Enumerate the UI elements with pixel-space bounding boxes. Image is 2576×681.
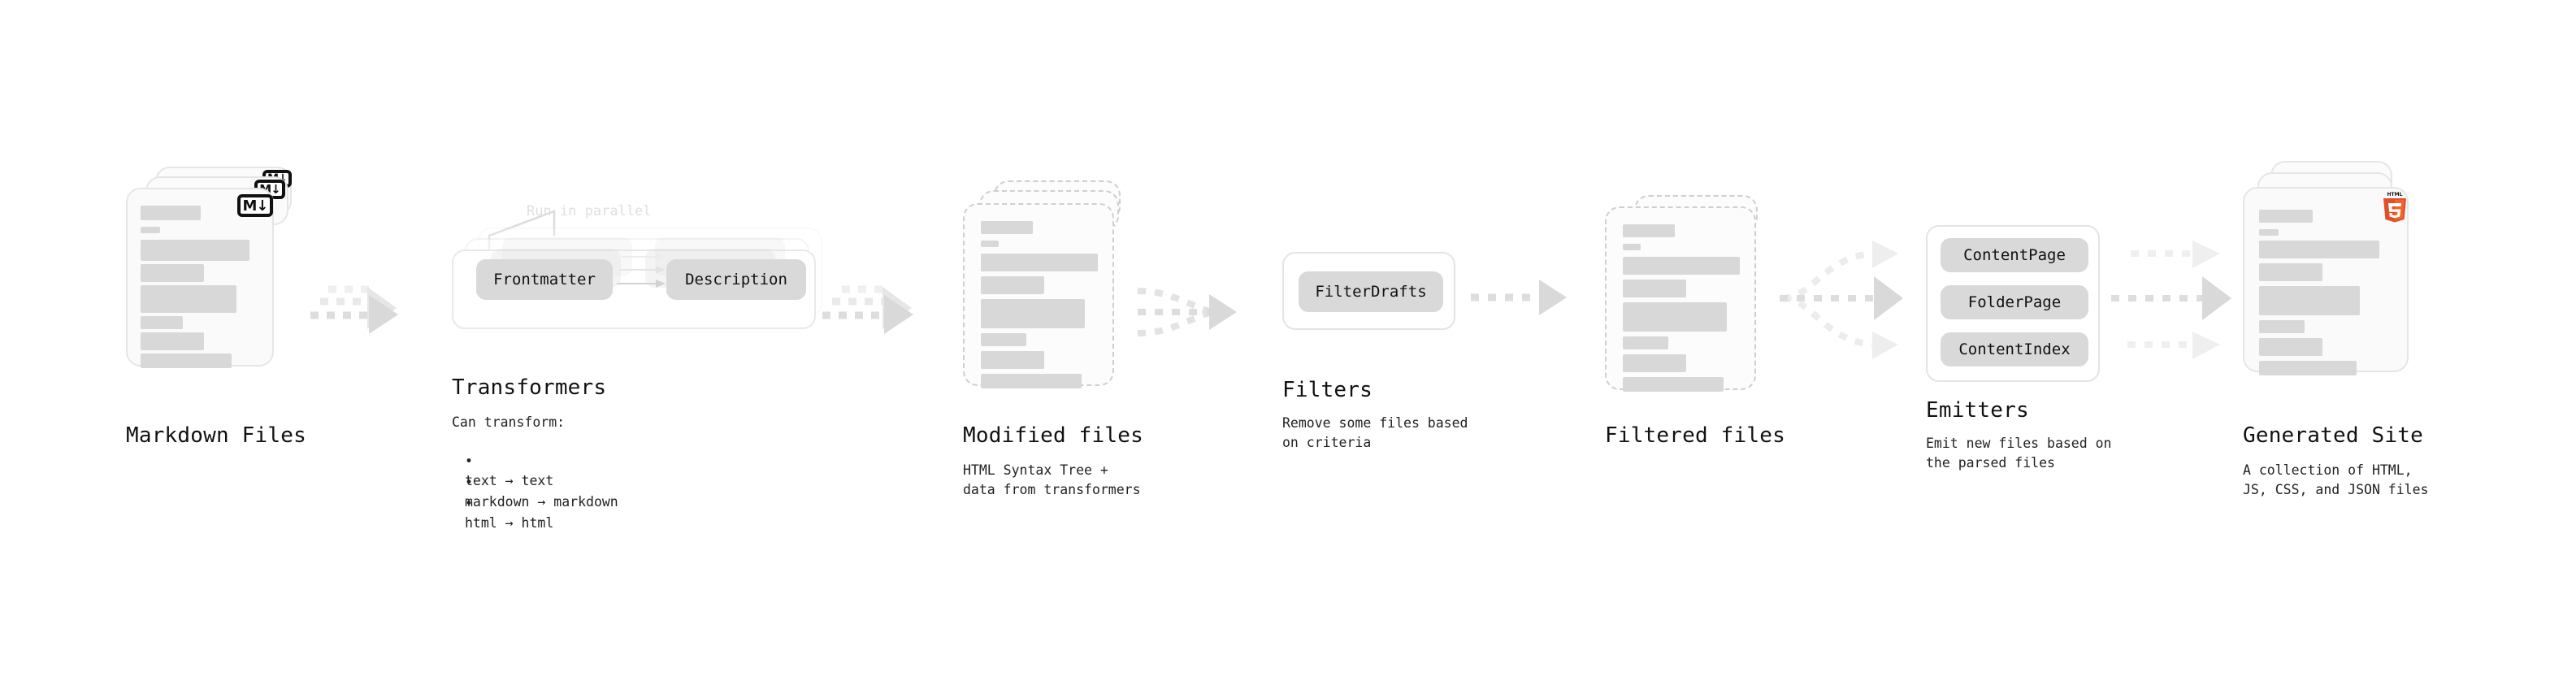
filtered-files-title: Filtered files	[1605, 423, 1785, 448]
emitter-chip-folderpage[interactable]: FolderPage	[1941, 285, 2088, 319]
skeleton-bar	[141, 332, 204, 350]
html5-badge-icon: HTML	[2383, 192, 2406, 223]
connector-transformers-to-modified	[822, 285, 913, 334]
run-in-parallel-bracket-icon	[488, 210, 556, 262]
transformer-inner-arrows-icon	[617, 253, 666, 288]
generated-sheet-front-html	[2243, 187, 2409, 375]
bullet-marker: •	[465, 496, 473, 511]
transformers-bullet-0: • text → text	[465, 432, 553, 491]
skeleton-bar	[2259, 361, 2357, 375]
skeleton-bar	[2259, 338, 2322, 356]
connector-modified-to-filters	[1137, 288, 1237, 336]
skeleton-bar	[2259, 210, 2313, 223]
transformers-bullet-2: • html → html	[465, 475, 553, 533]
skeleton-bar	[981, 333, 1026, 346]
skeleton-bar	[2259, 320, 2305, 333]
connector-filtered-to-emitters	[1780, 241, 1903, 359]
emitter-chip-contentindex[interactable]: ContentIndex	[1941, 332, 2088, 367]
skeleton-bar	[981, 299, 1085, 328]
markdown-sheet-front	[126, 188, 274, 368]
transformers-subtitle: Can transform:	[452, 414, 566, 430]
modified-files-subtitle: HTML Syntax Tree + data from transformer…	[963, 462, 1141, 497]
bullet-text: markdown → markdown	[465, 494, 618, 510]
bullet-text: html → html	[465, 515, 554, 531]
markdown-logo-icon: M↓	[237, 194, 273, 217]
skeleton-bar	[141, 264, 204, 282]
transformer-chip-description[interactable]: Description	[666, 259, 806, 300]
modified-sheet-front	[963, 203, 1114, 388]
transformers-bullet-1: • markdown → markdown	[465, 453, 618, 512]
emitters-subtitle: Emit new files based on the parsed files	[1926, 436, 2112, 471]
skeleton-bar	[1623, 302, 1727, 332]
skeleton-bar	[1623, 280, 1686, 297]
connector-markdown-to-transformers	[310, 285, 398, 334]
skeleton-bar	[1623, 354, 1686, 372]
bullet-marker: •	[465, 453, 473, 469]
connector-emitters-to-site	[2111, 241, 2231, 359]
skeleton-bar	[141, 240, 249, 261]
skeleton-bar	[981, 276, 1044, 294]
bullet-marker: •	[465, 475, 473, 490]
markdown-files-title: Markdown Files	[126, 423, 306, 448]
filter-chip-filterdrafts[interactable]: FilterDrafts	[1299, 271, 1443, 312]
modified-files-title: Modified files	[963, 423, 1143, 448]
skeleton-bar	[1623, 224, 1675, 237]
emitter-chip-contentpage[interactable]: ContentPage	[1941, 238, 2088, 272]
skeleton-bar	[1623, 257, 1740, 275]
skeleton-bar	[981, 221, 1033, 234]
filters-group: FilterDrafts	[1282, 252, 1455, 330]
skeleton-bar	[1623, 336, 1668, 349]
transformer-chip-frontmatter[interactable]: Frontmatter	[476, 259, 613, 300]
skeleton-bar	[141, 316, 183, 329]
emitters-title: Emitters	[1926, 398, 2029, 423]
skeleton-bar	[981, 241, 999, 247]
run-in-parallel-label: Run in parallel	[527, 203, 652, 219]
connector-filters-to-filtered	[1471, 280, 1567, 315]
bullet-text: text → text	[465, 473, 554, 488]
skeleton-bar	[1623, 244, 1641, 250]
skeleton-bar	[2259, 263, 2322, 281]
skeleton-bar	[141, 285, 236, 313]
filters-title: Filters	[1282, 378, 1373, 402]
skeleton-bar	[141, 227, 160, 233]
skeleton-bar	[981, 374, 1082, 388]
skeleton-bar	[2259, 241, 2379, 258]
emitters-group: ContentPage FolderPage ContentIndex	[1926, 225, 2100, 382]
svg-text:HTML: HTML	[2387, 192, 2403, 197]
filters-subtitle: Remove some files based on criteria	[1282, 415, 1468, 450]
generated-site-title: Generated Site	[2243, 423, 2423, 448]
skeleton-bar	[141, 354, 232, 368]
skeleton-bar	[981, 254, 1098, 271]
skeleton-bar	[981, 351, 1044, 369]
generated-site-subtitle: A collection of HTML, JS, CSS, and JSON …	[2243, 462, 2429, 497]
skeleton-bar	[2259, 286, 2360, 315]
skeleton-bar	[141, 206, 201, 220]
skeleton-bar	[1623, 377, 1724, 392]
skeleton-bar	[2259, 229, 2279, 236]
filtered-sheet-front	[1605, 206, 1756, 392]
transformers-title: Transformers	[452, 375, 607, 400]
